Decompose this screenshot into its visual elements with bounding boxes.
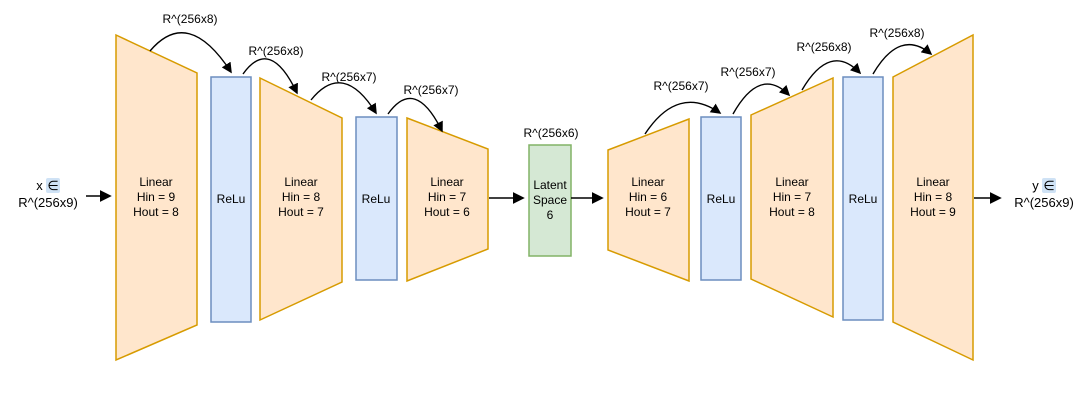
decoder-linear5-line2: Hin = 7 <box>773 190 812 204</box>
decoder-arc1-label: R^(256x7) <box>654 79 709 93</box>
decoder-linear6-line1: Linear <box>916 175 949 189</box>
encoder-linear2-line3: Hout = 7 <box>278 205 324 219</box>
encoder-relu1-label: ReLu <box>217 192 246 206</box>
decoder-linear5-line1: Linear <box>775 175 808 189</box>
decoder-linear4-shape <box>607 117 690 283</box>
encoder-arc4-label: R^(256x7) <box>404 83 459 97</box>
encoder-arc1-label: R^(256x8) <box>163 12 218 26</box>
encoder-arc2 <box>242 58 298 95</box>
encoder-linear2-shape <box>259 76 343 322</box>
output-space: R^(256x9) <box>1014 195 1074 210</box>
decoder-arc4 <box>872 44 933 75</box>
input-annotation: x ∈ R^(256x9) <box>3 177 93 211</box>
encoder-relu2-shape <box>355 116 398 281</box>
latent-space-shape <box>528 144 572 257</box>
encoder-linear2-line2: Hin = 8 <box>282 190 321 204</box>
input-var-line: x ∈ <box>3 177 93 194</box>
encoder-linear3-line1: Linear <box>430 175 463 189</box>
output-var-line: y ∈ <box>999 177 1089 194</box>
encoder-arc2-label: R^(256x8) <box>249 44 304 58</box>
encoder-linear1-line1: Linear <box>139 175 172 189</box>
decoder-relu3-shape <box>700 116 742 281</box>
element-of-symbol: ∈ <box>1042 178 1056 193</box>
decoder-arc4-label: R^(256x8) <box>870 26 925 40</box>
decoder-relu3-label: ReLu <box>707 192 736 206</box>
encoder-relu2-label: ReLu <box>362 192 391 206</box>
decoder-arc2-label: R^(256x7) <box>721 65 776 79</box>
encoder-relu1-shape <box>210 76 252 323</box>
decoder-linear4-line1: Linear <box>631 175 664 189</box>
latent-line3: 6 <box>547 208 554 222</box>
encoder-linear1-line2: Hin = 9 <box>137 190 176 204</box>
decoder-linear6-shape <box>892 33 974 362</box>
output-annotation: y ∈ R^(256x9) <box>999 177 1089 211</box>
decoder-relu4-label: ReLu <box>849 192 878 206</box>
encoder-linear1-line3: Hout = 8 <box>133 205 179 219</box>
decoder-linear4-line2: Hin = 6 <box>629 190 668 204</box>
decoder-arc2 <box>732 83 791 115</box>
encoder-arc4 <box>387 97 443 133</box>
latent-line2: Space <box>533 193 567 207</box>
output-var: y <box>1032 178 1039 193</box>
encoder-linear3-line3: Hout = 6 <box>424 205 470 219</box>
decoder-arc3 <box>801 60 862 91</box>
decoder-linear4-line3: Hout = 7 <box>625 205 671 219</box>
decoder-arc1 <box>644 101 722 135</box>
encoder-linear1-shape <box>115 33 198 362</box>
decoder-linear6-line2: Hin = 8 <box>914 190 953 204</box>
element-of-symbol: ∈ <box>46 178 60 193</box>
decoder-linear5-shape <box>750 76 834 319</box>
input-space: R^(256x9) <box>18 195 78 210</box>
decoder-arc3-label: R^(256x8) <box>797 40 852 54</box>
encoder-arc1 <box>149 32 232 74</box>
encoder-arc3 <box>310 82 377 115</box>
encoder-linear2-line1: Linear <box>284 175 317 189</box>
input-var: x <box>36 178 43 193</box>
encoder-linear3-shape <box>406 116 489 283</box>
decoder-linear5-line3: Hout = 8 <box>769 205 815 219</box>
latent-annotation: R^(256x6) <box>524 126 579 140</box>
encoder-linear3-line2: Hin = 7 <box>428 190 467 204</box>
decoder-linear6-line3: Hout = 9 <box>910 205 956 219</box>
decoder-relu4-shape <box>842 76 884 321</box>
latent-line1: Latent <box>533 178 567 192</box>
encoder-arc3-label: R^(256x7) <box>322 70 377 84</box>
